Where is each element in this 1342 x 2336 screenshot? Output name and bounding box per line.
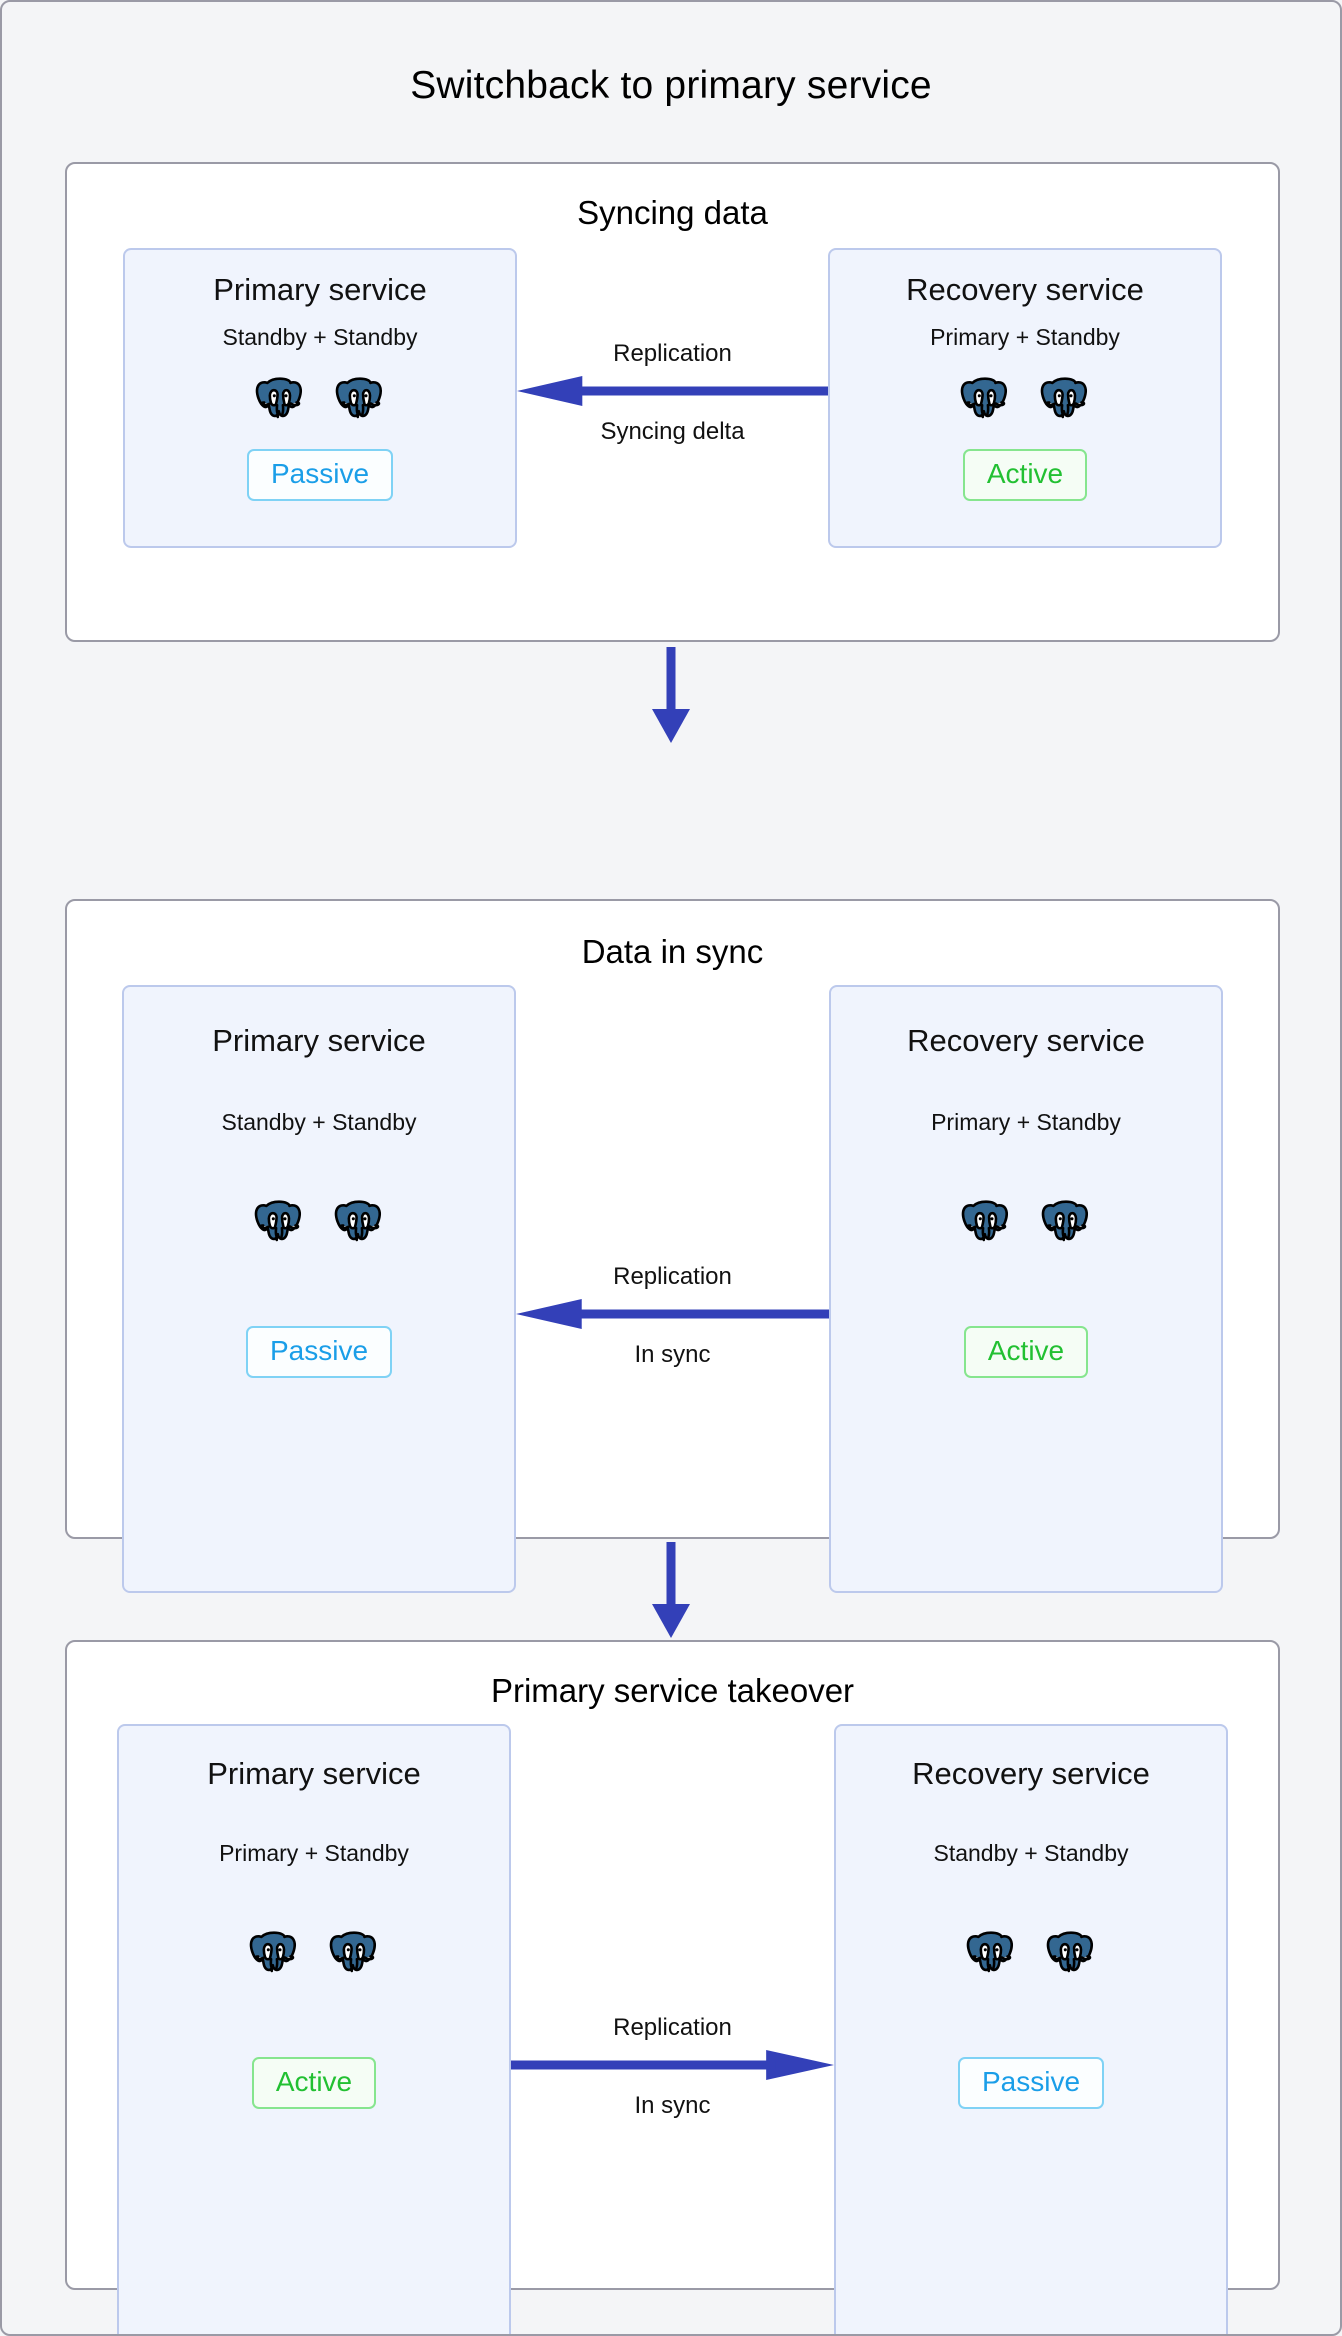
- postgresql-elephant-icon: [328, 1927, 380, 1979]
- status-badge: Passive: [957, 2056, 1105, 2110]
- postgresql-elephant-icon: [1039, 373, 1091, 425]
- service-card-recovery[interactable]: Recovery service Standby + Standby Passi…: [834, 1724, 1228, 2334]
- flow-connector: [2, 647, 1340, 747]
- status-badge: Active: [963, 1325, 1089, 1379]
- service-card-recovery[interactable]: Recovery service Primary + Standby Activ…: [829, 985, 1223, 1593]
- service-card-recovery[interactable]: Recovery service Primary + Standby Activ…: [828, 248, 1222, 548]
- arrow-down-icon: [649, 647, 693, 747]
- postgresql-elephant-icon: [248, 1927, 300, 1979]
- page-title: Switchback to primary service: [410, 64, 932, 107]
- postgresql-elephant-icon: [959, 373, 1011, 425]
- service-roles: Standby + Standby: [221, 1108, 417, 1135]
- replication-connector: Replication In sync: [516, 985, 829, 1369]
- service-roles: Standby + Standby: [222, 323, 418, 350]
- flow-connector: [2, 1542, 1340, 1642]
- replication-label: Replication: [613, 340, 732, 367]
- replication-sublabel: In sync: [634, 2092, 711, 2119]
- stage-title: Data in sync: [581, 933, 764, 970]
- service-roles: Primary + Standby: [219, 1839, 409, 1866]
- service-card-primary[interactable]: Primary service Standby + Standby Passiv…: [123, 248, 517, 548]
- arrow-down-icon: [649, 1542, 693, 1642]
- status-badge: Passive: [246, 448, 394, 502]
- status-badge: Active: [251, 2056, 377, 2110]
- replication-sublabel: In sync: [634, 1341, 711, 1368]
- service-card-primary[interactable]: Primary service Standby + Standby Passiv…: [122, 985, 516, 1593]
- stage-row: Primary service Standby + Standby Passiv…: [67, 985, 1278, 1593]
- postgresql-elephant-icon: [1040, 1196, 1092, 1248]
- replication-connector: Replication In sync: [511, 1724, 834, 2120]
- service-card-primary[interactable]: Primary service Primary + Standby Active: [117, 1724, 511, 2334]
- stage-title: Syncing data: [577, 194, 768, 231]
- service-roles: Standby + Standby: [933, 1839, 1129, 1866]
- service-name: Recovery service: [906, 272, 1144, 307]
- service-roles: Primary + Standby: [930, 323, 1120, 350]
- service-roles: Primary + Standby: [931, 1108, 1121, 1135]
- replication-label: Replication: [613, 1263, 732, 1290]
- postgresql-elephant-icon: [965, 1927, 1017, 1979]
- stage-panel-primary-takeover: Primary service takeover Primary service…: [65, 1640, 1280, 2334]
- stage-panel-syncing-data: Syncing data Primary service Standby + S…: [65, 162, 1280, 642]
- arrow-left-icon: [517, 374, 828, 408]
- arrow-left-icon: [516, 1297, 829, 1331]
- service-name: Primary service: [207, 1756, 421, 1791]
- arrow-right-icon: [511, 2048, 834, 2082]
- node-list: [845, 1196, 1207, 1248]
- postgresql-elephant-icon: [960, 1196, 1012, 1248]
- postgresql-elephant-icon: [1045, 1927, 1097, 1979]
- node-list: [844, 373, 1206, 425]
- stage-row: Primary service Standby + Standby Passiv…: [67, 248, 1278, 548]
- stage-title: Primary service takeover: [490, 1672, 855, 1709]
- stage-panel-data-in-sync: Data in sync Primary service Standby + S…: [65, 899, 1280, 1593]
- node-list: [850, 1927, 1212, 1979]
- postgresql-elephant-icon: [333, 1196, 385, 1248]
- service-name: Recovery service: [912, 1756, 1150, 1791]
- replication-sublabel: Syncing delta: [600, 418, 745, 445]
- service-name: Primary service: [213, 272, 427, 307]
- service-name: Primary service: [212, 1023, 426, 1058]
- postgresql-elephant-icon: [254, 373, 306, 425]
- status-badge: Active: [962, 448, 1088, 502]
- postgresql-elephant-icon: [334, 373, 386, 425]
- replication-connector: Replication Syncing delta: [517, 248, 828, 446]
- postgresql-elephant-icon: [253, 1196, 305, 1248]
- service-name: Recovery service: [907, 1023, 1145, 1058]
- status-badge: Passive: [245, 1325, 393, 1379]
- stage-row: Primary service Primary + Standby Active…: [67, 1724, 1278, 2334]
- node-list: [133, 1927, 495, 1979]
- node-list: [138, 1196, 500, 1248]
- node-list: [139, 373, 501, 425]
- replication-label: Replication: [613, 2014, 732, 2041]
